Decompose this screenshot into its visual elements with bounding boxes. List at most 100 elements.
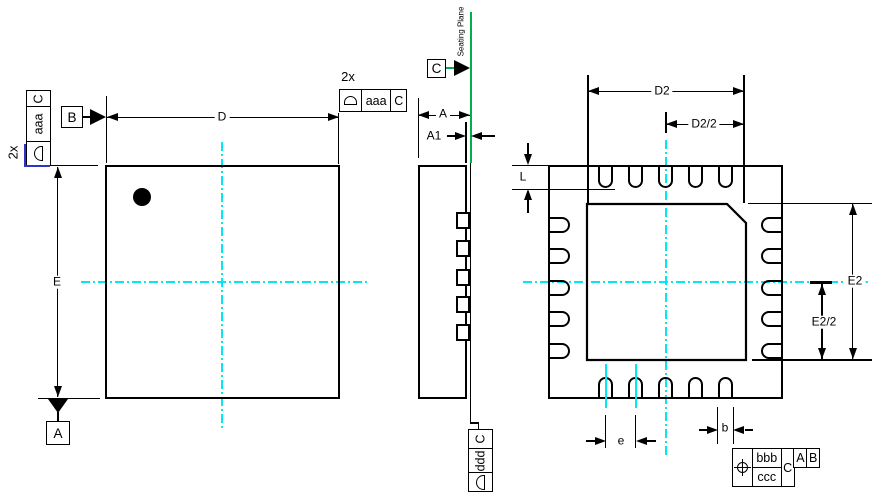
side-view-terminal xyxy=(456,240,470,257)
side-view-terminal xyxy=(456,212,470,229)
fcf-ddd-frame: C ddd xyxy=(468,429,493,493)
side-view-terminal xyxy=(456,296,470,313)
datum-c-box: C xyxy=(427,59,446,78)
dim-e2-arrow-bottom xyxy=(848,348,857,359)
dim-b-tail-left xyxy=(699,429,707,431)
pad-right xyxy=(761,343,781,359)
fcf-position-tol-lower-cell: ccc xyxy=(751,466,782,487)
dim-e-arrow-bottom xyxy=(53,386,62,397)
dim-e-pitch-ext-right xyxy=(635,415,637,448)
dim-l-ext-bottom xyxy=(512,188,615,190)
dim-b-ext-left xyxy=(717,407,719,444)
dim-b-arrow-left xyxy=(706,426,718,434)
pad-top xyxy=(688,167,703,188)
seating-plane-line-lower xyxy=(469,163,472,423)
dim-b-tail-right xyxy=(745,429,753,431)
dim-d2-half-tick xyxy=(665,112,667,133)
fcf-top-right-qty: 2x xyxy=(341,69,355,85)
pad-left xyxy=(550,248,570,264)
dim-d-arrow-right xyxy=(328,113,339,121)
dim-e2-half-label: E2/2 xyxy=(808,316,840,329)
bottom-view-body-outline xyxy=(548,165,783,399)
dim-a-arrow-left xyxy=(418,111,429,119)
fcf-top-right-symbol-cell xyxy=(339,89,362,112)
top-view-body-outline xyxy=(105,165,340,399)
dim-e2-half-tick xyxy=(810,281,832,284)
top-view-vertical-centerline xyxy=(220,142,223,428)
dim-d-arrow-left xyxy=(107,113,118,121)
bottom-view-horizontal-centerline xyxy=(523,281,868,283)
fcf-position-tol-upper-cell: bbb xyxy=(751,448,782,468)
datum-a-box: A xyxy=(46,421,70,445)
dim-l-label: L xyxy=(516,171,530,184)
datum-b-box: B xyxy=(61,106,83,128)
dim-e-ext-top xyxy=(30,164,98,166)
dim-e-pitch-label: e xyxy=(614,435,628,448)
dim-e2-half-arrow-bottom xyxy=(817,348,826,359)
artifact-mark-horizontal xyxy=(24,164,50,167)
dim-l-tail-bottom xyxy=(527,200,529,213)
fcf-left-tolerance-cell: aaa xyxy=(26,105,51,143)
dim-a1-ext-body xyxy=(465,122,467,163)
dim-e-label: E xyxy=(49,276,65,289)
fcf-left-symbol-cell xyxy=(26,141,51,167)
dim-e-pitch-tail-right xyxy=(647,440,656,442)
pin1-marker-dot xyxy=(133,188,151,206)
pad-top xyxy=(598,167,613,188)
dim-l-tail-top xyxy=(527,143,529,155)
dim-e2-ext-bottom xyxy=(752,359,872,361)
side-view-terminal xyxy=(456,324,470,341)
pad-left xyxy=(550,217,570,233)
dim-e-ext-bottom xyxy=(38,398,100,400)
bottom-view-vertical-centerline xyxy=(664,140,667,455)
dim-d2-ext-left xyxy=(587,75,589,203)
true-position-icon xyxy=(734,459,751,476)
dim-d-ext-right xyxy=(338,113,340,164)
dim-e-pitch-ext-left xyxy=(605,415,607,448)
fcf-left-datum-cell: C xyxy=(26,90,51,107)
fcf-ddd-step-v xyxy=(477,422,480,431)
dim-a1-tail-left xyxy=(447,135,457,137)
seating-plane-line-green xyxy=(469,12,472,163)
dim-b-arrow-right xyxy=(733,426,745,434)
fcf-position-symbol-cell xyxy=(732,448,753,487)
fcf-top-right-frame: aaa C xyxy=(339,89,408,112)
dim-l-ext-top xyxy=(512,164,548,166)
profile-of-surface-icon xyxy=(476,474,485,490)
dim-a1-arrow-right xyxy=(471,132,482,140)
pad-center-mark xyxy=(604,364,607,408)
pad-top xyxy=(628,167,643,188)
dim-a-arrow-right xyxy=(459,111,470,119)
dim-b-ext-right xyxy=(732,407,734,444)
dim-a1-label: A1 xyxy=(423,130,445,143)
dim-e-arrow-top xyxy=(53,167,62,178)
datum-c-triangle-icon xyxy=(454,60,470,76)
dim-a-ext-left xyxy=(417,98,419,158)
pad-top xyxy=(658,167,673,188)
pad-left xyxy=(550,311,570,327)
pad-left xyxy=(550,280,570,296)
fcf-ddd-datum-cell: C xyxy=(468,429,493,449)
datum-b-triangle-icon xyxy=(90,109,106,125)
dim-d2-arrow-right xyxy=(733,87,744,95)
pad-right xyxy=(761,311,781,327)
fcf-left-frame: C aaa xyxy=(26,90,51,167)
fcf-ddd-step-h xyxy=(470,422,479,424)
dim-d2-half-arrow-left xyxy=(666,120,677,128)
artifact-mark-vertical xyxy=(24,144,26,166)
dim-e-pitch-arrow-left xyxy=(594,437,606,445)
pad-top xyxy=(718,167,733,188)
fcf-ddd-symbol-cell xyxy=(468,472,493,493)
dim-e2-half-arrow-top xyxy=(817,284,826,295)
dim-e2-label: E2 xyxy=(844,275,866,288)
dim-e2-arrow-top xyxy=(848,204,857,215)
datum-a-label: A xyxy=(53,425,63,441)
dim-l-arrow-bottom xyxy=(524,189,532,200)
pad-bottom xyxy=(658,377,673,398)
profile-of-surface-icon xyxy=(34,146,43,162)
dim-a1-arrow-left xyxy=(455,132,466,140)
pad-right xyxy=(761,217,781,233)
pad-left xyxy=(550,343,570,359)
dim-d-ext-left xyxy=(106,96,108,163)
